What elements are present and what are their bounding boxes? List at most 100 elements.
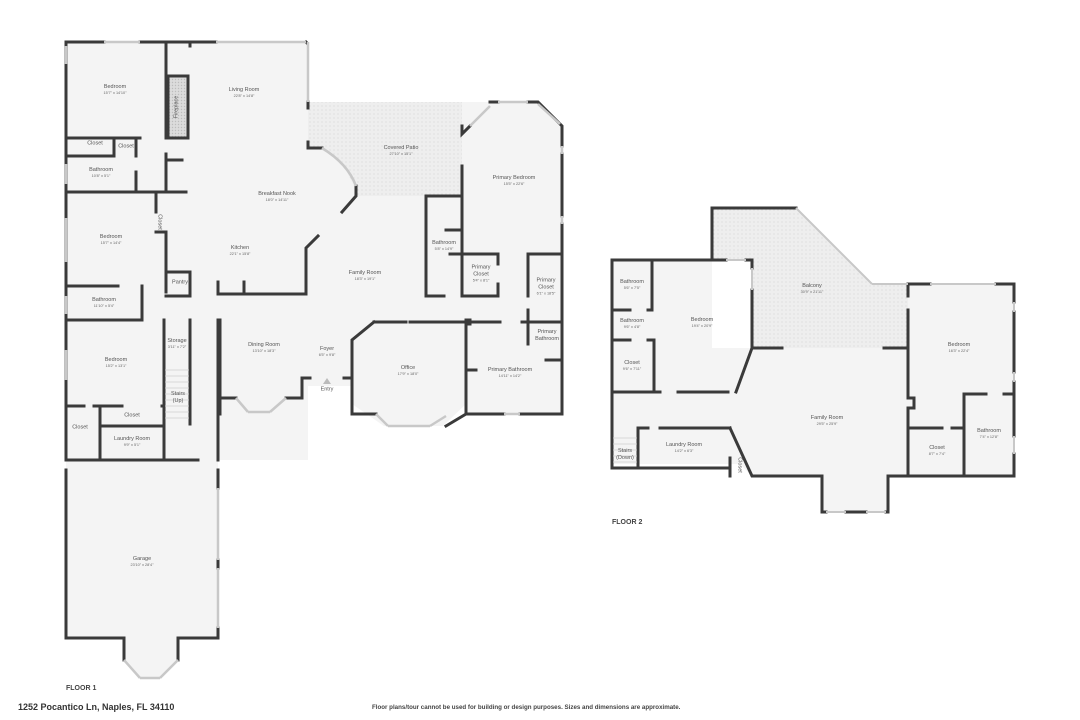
floor2-walls xyxy=(610,206,1016,514)
room-name: Closet xyxy=(72,424,88,431)
room-name: Living Room xyxy=(228,87,260,93)
room-name: Fireplace xyxy=(173,95,180,119)
room-dimensions: 16'3" x 22'4" xyxy=(948,349,970,353)
room-name: Closet xyxy=(87,140,103,147)
room-name: Closet xyxy=(736,457,743,473)
fireplace-fill xyxy=(168,76,188,138)
room-closet-1: Closet xyxy=(87,141,103,148)
room-name: Bedroom xyxy=(103,84,127,90)
room-dimensions: 19'4" x 20'9" xyxy=(691,324,713,328)
room-dimensions: 3'11" x 7'2" xyxy=(167,345,187,349)
room-dimensions: 6'1" x 18'5" xyxy=(536,291,556,296)
room-name: Primary Bathroom xyxy=(535,329,559,342)
room-name: Bedroom xyxy=(104,357,128,363)
room-dimensions: 5'6" x 7'5" xyxy=(623,286,641,290)
room-name: Pantry xyxy=(172,279,188,286)
room-name: Garage xyxy=(132,556,152,562)
room-dimensions: 22'1" x 15'8" xyxy=(229,252,251,256)
stairs-down-treads xyxy=(613,437,637,463)
room-name: Office xyxy=(400,365,416,371)
room-closet-4: Closet xyxy=(72,425,88,432)
room-name: Balcony xyxy=(802,283,822,289)
room-dimensions: 30'9" x 21'11" xyxy=(800,290,824,294)
room-name: Stairs (Down) xyxy=(616,448,634,461)
room-name: Closet xyxy=(124,412,140,419)
room-dimensions: 15'7" x 14'10" xyxy=(103,91,127,95)
room-name: Primary Closet xyxy=(471,264,491,278)
room-dimensions: 17'9" x 18'0" xyxy=(397,372,419,376)
room-dimensions: 15'2" x 13'1" xyxy=(105,364,127,368)
stairs-up: Stairs (Up) xyxy=(168,391,188,405)
room-name: Bedroom xyxy=(947,342,971,348)
property-address: 1252 Pocantico Ln, Naples, FL 34110 xyxy=(18,702,175,712)
room-name: Dining Room xyxy=(248,342,280,348)
room-name: Breakfast Nook xyxy=(258,191,296,197)
covered-patio-fill xyxy=(308,102,462,196)
room-name: Bathroom xyxy=(620,279,644,285)
room-dimensions: 27'10" x 15'1" xyxy=(389,152,413,156)
room-name: Bathroom xyxy=(620,318,644,324)
room-dimensions: 11'10" x 5'4" xyxy=(93,304,115,308)
room-name: Closet xyxy=(929,445,945,451)
room-dimensions: 8'7" x 7'4" xyxy=(928,452,946,456)
room-name: Kitchen xyxy=(230,245,250,251)
room-name: Bathroom xyxy=(92,297,116,303)
room-dimensions: 18'0" x 14'11" xyxy=(265,198,289,202)
room-dimensions: 14'11" x 14'2" xyxy=(498,374,522,378)
floor2-fills xyxy=(612,260,1014,512)
room-name: Foyer xyxy=(319,346,335,352)
room-dimensions: 18'3" x 19'1" xyxy=(354,277,376,281)
floor2-windows xyxy=(726,207,1015,513)
entry-arrow-icon xyxy=(323,378,331,384)
room-dimensions: 22'8" x 14'8" xyxy=(233,94,255,98)
floor1-label: FLOOR 1 xyxy=(66,685,97,692)
room-dimensions: 9'9" x 5'1" xyxy=(123,443,141,447)
room-name: Bedroom xyxy=(690,317,714,323)
room-dimensions: 14'2" x 6'3" xyxy=(674,449,694,453)
floor1-windows xyxy=(64,40,564,680)
room-pantry: Pantry xyxy=(172,280,188,287)
room-dimensions: 5'8" x 14'9" xyxy=(434,247,454,251)
room-name: Primary Bedroom xyxy=(492,175,536,181)
room-name: Closet xyxy=(118,143,134,150)
room-dimensions: 23'10" x 28'4" xyxy=(130,563,154,567)
room-dimensions: 15'7" x 14'4" xyxy=(100,241,122,245)
room-name: Closet xyxy=(624,360,640,366)
balcony-fill xyxy=(712,208,908,348)
room-name: Family Room xyxy=(348,270,382,276)
room-name: Storage xyxy=(167,338,187,344)
room-closet-f2-2: Closet xyxy=(736,457,743,473)
room-dimensions: 13'10" x 18'3" xyxy=(252,349,276,353)
room-closet-3: Closet xyxy=(156,214,163,230)
room-dimensions: 6'5" x 9'8" xyxy=(318,353,336,357)
room-name: Family Room xyxy=(810,415,844,421)
room-name: Bathroom xyxy=(89,167,113,173)
room-name: Bedroom xyxy=(99,234,123,240)
room-dimensions: 15'5" x 22'6" xyxy=(503,182,525,186)
